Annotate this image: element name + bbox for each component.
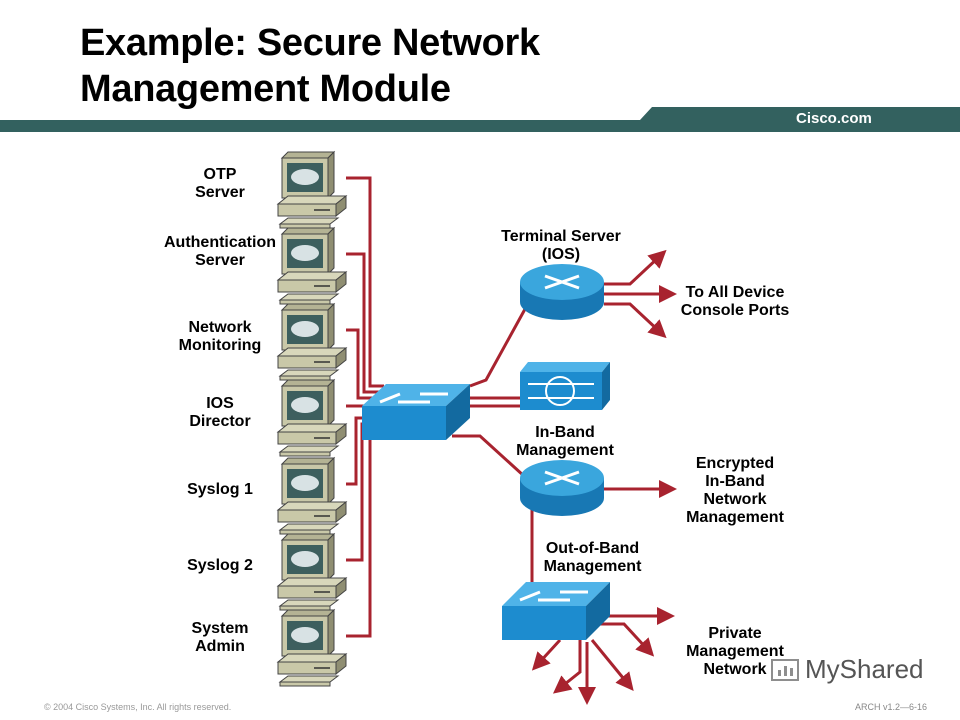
- footer-code: ARCH v1.2—6-16: [855, 702, 928, 712]
- console-arrows: [604, 249, 677, 339]
- inband-router-icon: [520, 460, 604, 516]
- wire-to-inband-router: [452, 434, 526, 478]
- footer-copyright: © 2004 Cisco Systems, Inc. All rights re…: [44, 702, 232, 712]
- oob-switch-icon: [502, 582, 610, 640]
- brand-label: Cisco.com: [796, 110, 872, 127]
- watermark-text: MyShared: [805, 654, 924, 684]
- title-line-2: Management Module: [80, 68, 451, 110]
- private-network-arrows: [531, 607, 675, 705]
- workstation-syslog-2: [277, 533, 347, 611]
- workstation-syslog-1: [277, 457, 347, 535]
- title-line-1: Example: Secure Network: [80, 22, 540, 64]
- header-banner: [0, 107, 960, 132]
- label-syslog-2: Syslog 2: [187, 557, 253, 574]
- workstation-authentication-server: [277, 227, 347, 305]
- wire-otp: [346, 176, 384, 388]
- vpn-concentrator-icon: [520, 362, 610, 410]
- workstation-otp-server: [277, 151, 347, 229]
- workstation-network-monitoring: [277, 303, 347, 381]
- label-terminal-server: Terminal Server(IOS): [501, 228, 621, 263]
- core-switch-icon: [362, 384, 470, 440]
- watermark-logo-icon: [771, 659, 799, 681]
- workstation-ios-director: [277, 379, 347, 457]
- banner-bar: [0, 107, 960, 132]
- terminal-server-router-icon: [520, 264, 604, 320]
- slide-title: Example: Secure Network Management Modul…: [80, 20, 540, 112]
- wire-to-terminal-server: [469, 299, 532, 388]
- workstation-system-admin: [277, 609, 347, 687]
- label-syslog-1: Syslog 1: [187, 481, 253, 498]
